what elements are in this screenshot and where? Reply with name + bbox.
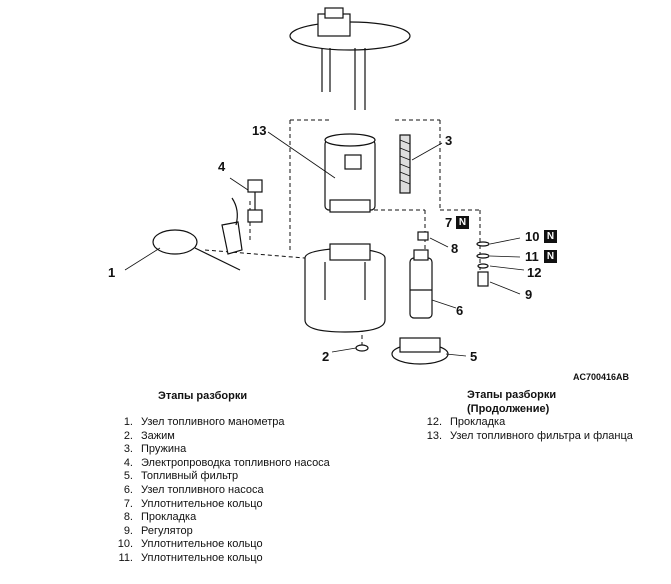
fuel-pump-unit (409, 249, 433, 319)
callout-12: 12 (527, 265, 542, 280)
step-text: Прокладка (141, 511, 197, 524)
callout-9: 9 (525, 287, 533, 302)
step-number: 5. (123, 470, 133, 483)
steps-heading: Этапы разборки (158, 390, 248, 402)
step-number: 2. (123, 429, 133, 442)
step-number: 13. (426, 429, 442, 442)
steps-continued-heading-line1: Этапы разборки (467, 389, 557, 401)
clamp (355, 344, 369, 352)
list-item: 9. Регулятор (107, 525, 332, 539)
list-item: 1. Узел топливного манометра (107, 416, 332, 430)
spring (399, 134, 411, 194)
step-number: 3. (123, 443, 133, 456)
callout-5: 5 (470, 349, 478, 364)
callout-2: 2 (322, 349, 330, 364)
step-number: 9. (123, 524, 133, 537)
step-text: Узел топливного насоса (141, 483, 264, 496)
disassembly-steps-continued-list: 12. Прокладка 13. Узел топливного фильтра и… (416, 416, 636, 443)
step-text: Узел топливного манометра (141, 416, 285, 428)
fuel-filter (391, 337, 449, 365)
step-text: Уплотнительное кольцо (141, 538, 263, 551)
step-text: Регулятор (141, 524, 193, 537)
n-badge-11: N (544, 250, 557, 263)
list-item: 6. Узел топливного насоса (107, 484, 332, 498)
step-number: 10. (117, 538, 133, 551)
step-text: Узел топливного фильтра и фланца (450, 429, 633, 442)
n-badge-10: N (544, 230, 557, 243)
fuel-gauge-unit (152, 221, 243, 271)
step-text: Топливный фильтр (141, 470, 239, 483)
flange-plate (289, 7, 411, 110)
list-item: 2. Зажим (107, 430, 332, 444)
step-text: Прокладка (450, 416, 506, 428)
step-number: 4. (123, 456, 133, 469)
gasket (417, 231, 429, 241)
callout-1: 1 (108, 265, 116, 280)
list-item: 13. Узел топливного фильтра и фланца (416, 430, 636, 444)
list-item: 3. Пружина (107, 443, 332, 457)
pump-wiring-harness (231, 179, 263, 226)
step-text: Уплотнительное кольцо (141, 497, 263, 510)
n-badge-7: N (456, 216, 469, 229)
list-item: 8. Прокладка (107, 511, 332, 525)
step-number: 12. (426, 416, 442, 428)
callout-3: 3 (445, 133, 453, 148)
o-ring-10 (476, 241, 490, 247)
gasket-12 (477, 263, 489, 269)
step-number: 1. (123, 416, 133, 428)
callout-8: 8 (451, 241, 459, 256)
callout-6: 6 (456, 303, 464, 318)
callout-13: 13 (252, 123, 267, 138)
step-number: 11. (118, 551, 133, 564)
list-item: 5. Топливный фильтр (107, 470, 332, 484)
step-text: Пружина (141, 443, 187, 456)
reservoir-housing (304, 243, 386, 333)
list-item: 12. Прокладка (416, 416, 636, 430)
step-text: Зажим (141, 429, 175, 442)
leader-lines (124, 131, 525, 357)
regulator (477, 271, 489, 287)
o-ring-11 (476, 253, 490, 259)
callout-4: 4 (218, 159, 226, 174)
list-item: 10. Уплотнительное кольцо (107, 538, 332, 552)
callout-11: 11 (525, 249, 539, 264)
steps-continued-heading-line2: (Продолжение) (467, 403, 550, 415)
disassembly-steps-list: 1. Узел топливного манометра 2. Зажим 3. Пруж… (107, 416, 332, 566)
list-item: 11. Уплотнительное кольцо (107, 552, 332, 566)
fuel-filter-flange-unit (324, 133, 376, 213)
figure-code: AC700416AB (573, 372, 630, 382)
list-item: 7. Уплотнительное кольцо (107, 498, 332, 512)
callout-10: 10 (525, 229, 540, 244)
step-number: 7. (123, 497, 133, 510)
step-text: Уплотнительное кольцо (141, 551, 263, 564)
step-text: Электропроводка топливного насоса (141, 456, 330, 469)
step-number: 8. (123, 511, 133, 524)
list-item: 4. Электропроводка топливного насоса (107, 457, 332, 471)
exploded-view-drawing (124, 7, 525, 365)
callout-7: 7 (445, 215, 453, 230)
step-number: 6. (123, 483, 133, 496)
